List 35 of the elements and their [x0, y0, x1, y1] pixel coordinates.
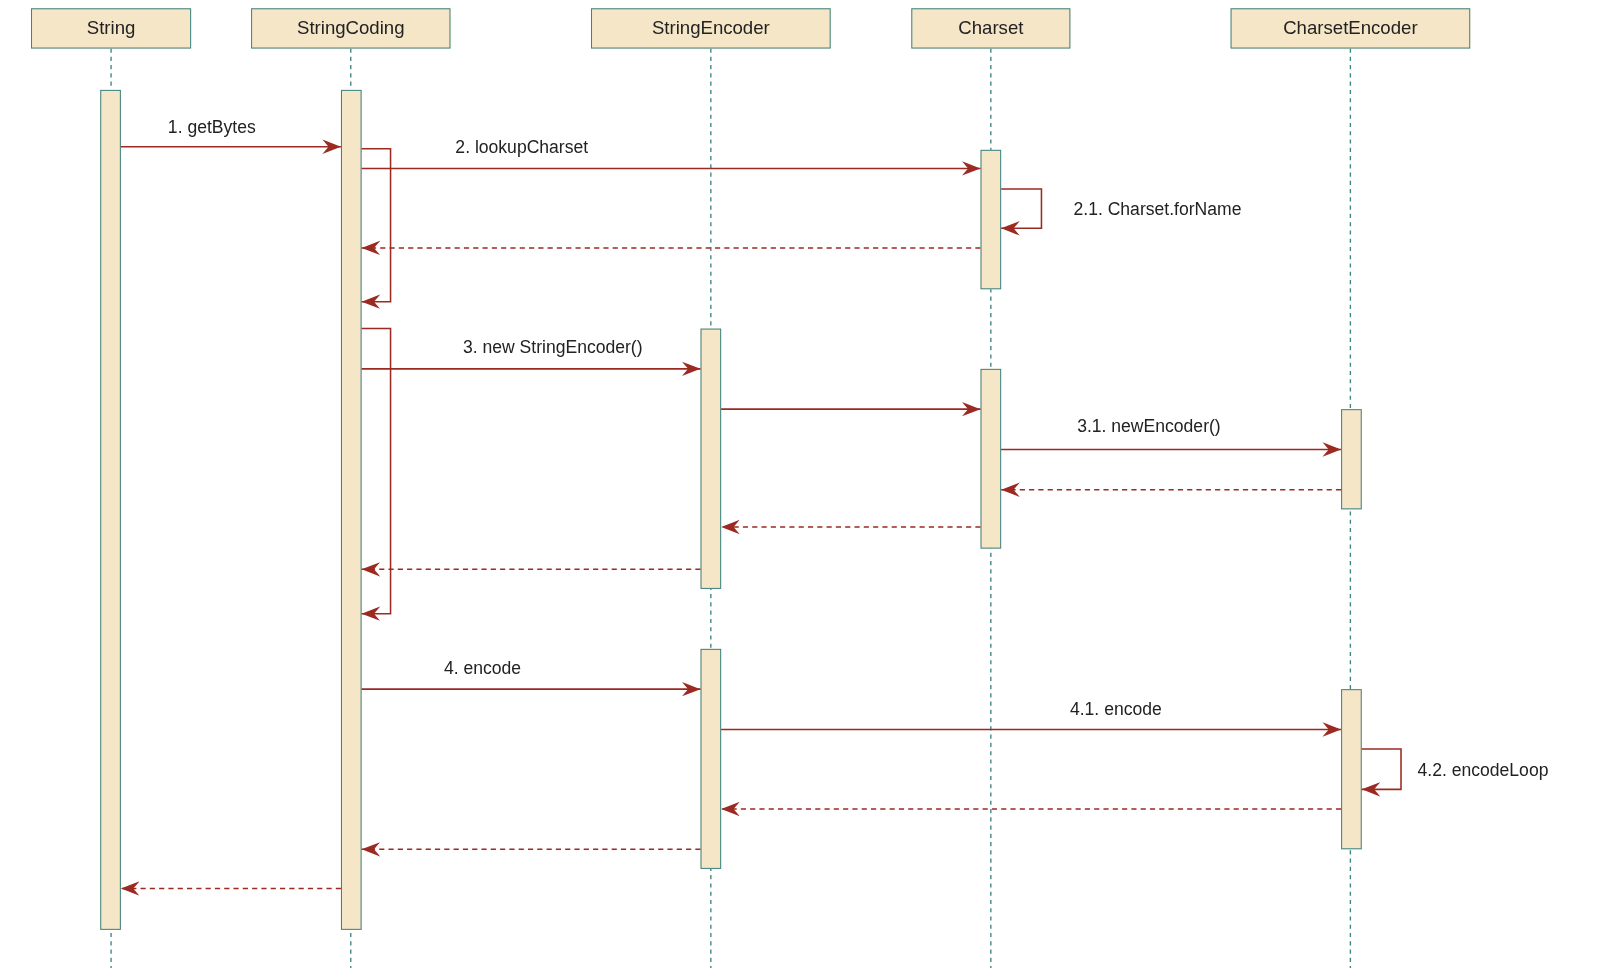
- activation-bar: [700, 328, 722, 589]
- message-arrow: [360, 361, 702, 377]
- return-arrow: [720, 801, 1342, 817]
- message-arrow: [1361, 748, 1402, 797]
- message-arrow: [360, 327, 392, 621]
- lifeline-header: Charset: [911, 8, 1071, 49]
- activation-bar: [340, 89, 362, 930]
- message-arrow: [1000, 442, 1342, 457]
- activation-bar: [700, 648, 722, 869]
- activation-bar: [1341, 689, 1362, 850]
- edge-label: 2. lookupCharset: [453, 137, 591, 159]
- message-arrow: [1000, 188, 1043, 236]
- return-arrow: [360, 842, 702, 857]
- return-arrow: [360, 240, 982, 256]
- message-arrow: [360, 161, 982, 176]
- return-arrow: [1000, 482, 1342, 497]
- activation-bar: [100, 89, 121, 930]
- lifeline-header: CharsetEncoder: [1230, 8, 1471, 49]
- message-arrow: [720, 401, 982, 417]
- lifeline-header: StringEncoder: [591, 8, 831, 49]
- activation-bar: [980, 368, 1002, 549]
- message-arrow: [120, 139, 342, 154]
- edge-label: 4.2. encodeLoop: [1415, 760, 1551, 782]
- activation-bar: [980, 149, 1002, 290]
- return-arrow: [120, 881, 342, 896]
- message-arrow: [720, 722, 1342, 737]
- message-arrow: [360, 681, 702, 697]
- message-arrow: [360, 148, 392, 309]
- lifeline-header: String: [31, 8, 192, 49]
- activation-bar: [1341, 409, 1362, 510]
- edge-label: 3. new StringEncoder(): [460, 337, 645, 359]
- return-arrow: [720, 519, 982, 535]
- edge-label: 3.1. newEncoder(): [1075, 416, 1223, 438]
- lifeline-header: StringCoding: [251, 8, 451, 49]
- return-arrow: [360, 562, 702, 577]
